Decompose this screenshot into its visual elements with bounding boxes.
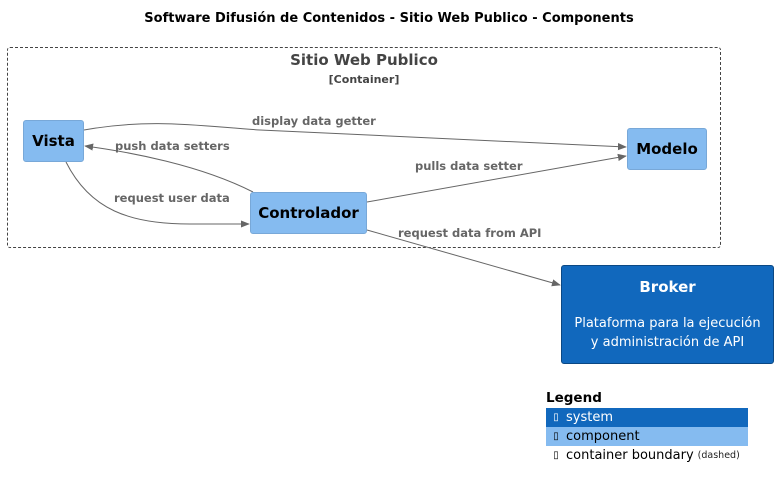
square-icon: ▯ [553,431,559,442]
legend-item-container-boundary-suffix: (dashed) [697,450,740,461]
legend-item-container-boundary-label: container boundary [566,448,694,463]
legend-item-component-label: component [566,429,640,444]
legend-item-container-boundary: ▯ container boundary (dashed) [546,446,748,465]
arrow-pulls-data-setter [366,153,627,203]
boundary-name: Sitio Web Publico [290,51,438,69]
diagram-title: Software Difusión de Contenidos - Sitio … [144,11,634,26]
system-broker-name: Broker [639,278,696,296]
boundary-type: [Container] [328,73,400,86]
system-broker[interactable]: Broker Plataforma para la ejecución y ad… [561,265,774,364]
component-modelo-label: Modelo [636,140,698,158]
component-vista[interactable]: Vista [23,120,84,162]
legend-item-system: ▯ system [546,408,748,427]
arrow-push-data-setters [84,143,254,193]
label-request-data-from-api: request data from API [398,226,541,240]
component-controlador[interactable]: Controlador [250,192,367,234]
component-controlador-label: Controlador [258,204,359,222]
label-request-user-data: request user data [114,191,230,205]
system-broker-description: Plataforma para la ejecución y administr… [562,314,773,352]
arrow-display-data-getter [83,123,627,151]
square-outline-icon: ▯ [553,450,559,461]
container-boundary: Sitio Web Publico [Container] [7,47,721,248]
label-display-data-getter: display data getter [252,114,376,128]
component-modelo[interactable]: Modelo [627,128,707,170]
label-pulls-data-setter: pulls data setter [415,159,523,173]
component-vista-label: Vista [32,132,75,150]
label-push-data-setters: push data setters [115,139,230,153]
system-broker-description-line-1: Plataforma para la ejecución [574,316,761,331]
square-icon: ▯ [553,412,559,423]
arrow-request-data-from-api [366,229,561,287]
legend-item-system-label: system [566,410,613,425]
legend-title: Legend [546,390,602,406]
legend-item-component: ▯ component [546,427,748,446]
system-broker-description-line-2: y administración de API [590,335,745,350]
arrow-request-user-data [65,161,250,228]
